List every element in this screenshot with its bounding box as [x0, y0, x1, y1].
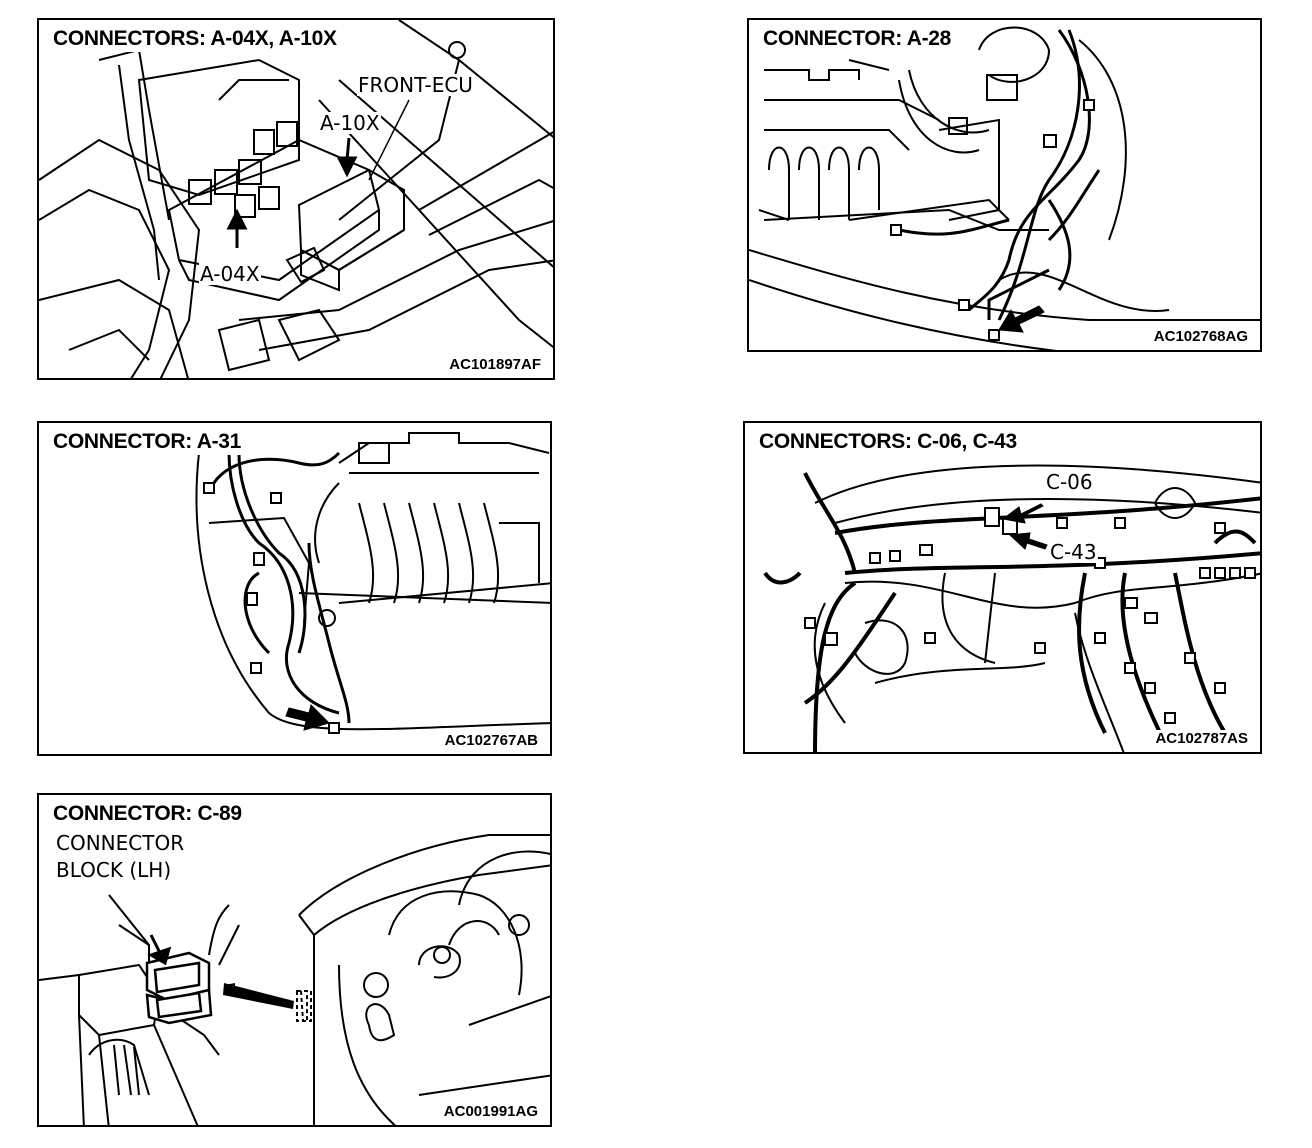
panel-connector-a31: CONNECTOR: A-31 AC102767AB — [37, 421, 552, 756]
panel-connectors-a04x-a10x: CONNECTORS: A-04X, A-10X FRONT-ECU A-10X… — [37, 18, 555, 380]
panel-connector-a28: CONNECTOR: A-28 AC102768AG — [747, 18, 1262, 352]
figure-code: AC101897AF — [447, 356, 543, 374]
panel-title: CONNECTOR: A-31 — [51, 429, 244, 455]
panel-title: CONNECTOR: A-28 — [761, 26, 954, 52]
panel-connector-c89: CONNECTOR: C-89 CONNECTOR BLOCK (LH) AC0… — [37, 793, 552, 1127]
dashboard-connector-block-illustration — [39, 834, 550, 1125]
a10x-label: A-10X — [319, 111, 381, 135]
figure-code: AC102787AS — [1153, 730, 1250, 748]
instrument-panel-harness-illustration — [763, 464, 1260, 752]
connector-block-label-line1: CONNECTOR — [55, 831, 186, 855]
panel-connectors-c06-c43: CONNECTORS: C-06, C-43 C-06 C-43 AC10278… — [743, 421, 1262, 754]
figure-code: AC001991AG — [441, 1103, 540, 1121]
panel-title: CONNECTORS: C-06, C-43 — [757, 429, 1019, 455]
panel-title: CONNECTOR: C-89 — [51, 801, 244, 827]
engine-bay-fuse-box-illustration — [39, 20, 553, 378]
connector-block-label-line2: BLOCK (LH) — [55, 858, 173, 882]
c06-label: C-06 — [1045, 470, 1094, 494]
c43-label: C-43 — [1049, 540, 1098, 564]
panel-title: CONNECTORS: A-04X, A-10X — [51, 26, 339, 52]
figure-code: AC102767AB — [442, 732, 540, 750]
figure-code: AC102768AG — [1151, 328, 1250, 346]
engine-bay-harness-illustration — [749, 26, 1260, 350]
a04x-label: A-04X — [199, 262, 261, 286]
engine-bay-harness-illustration — [195, 432, 550, 734]
front-ecu-label: FRONT-ECU — [357, 73, 474, 97]
